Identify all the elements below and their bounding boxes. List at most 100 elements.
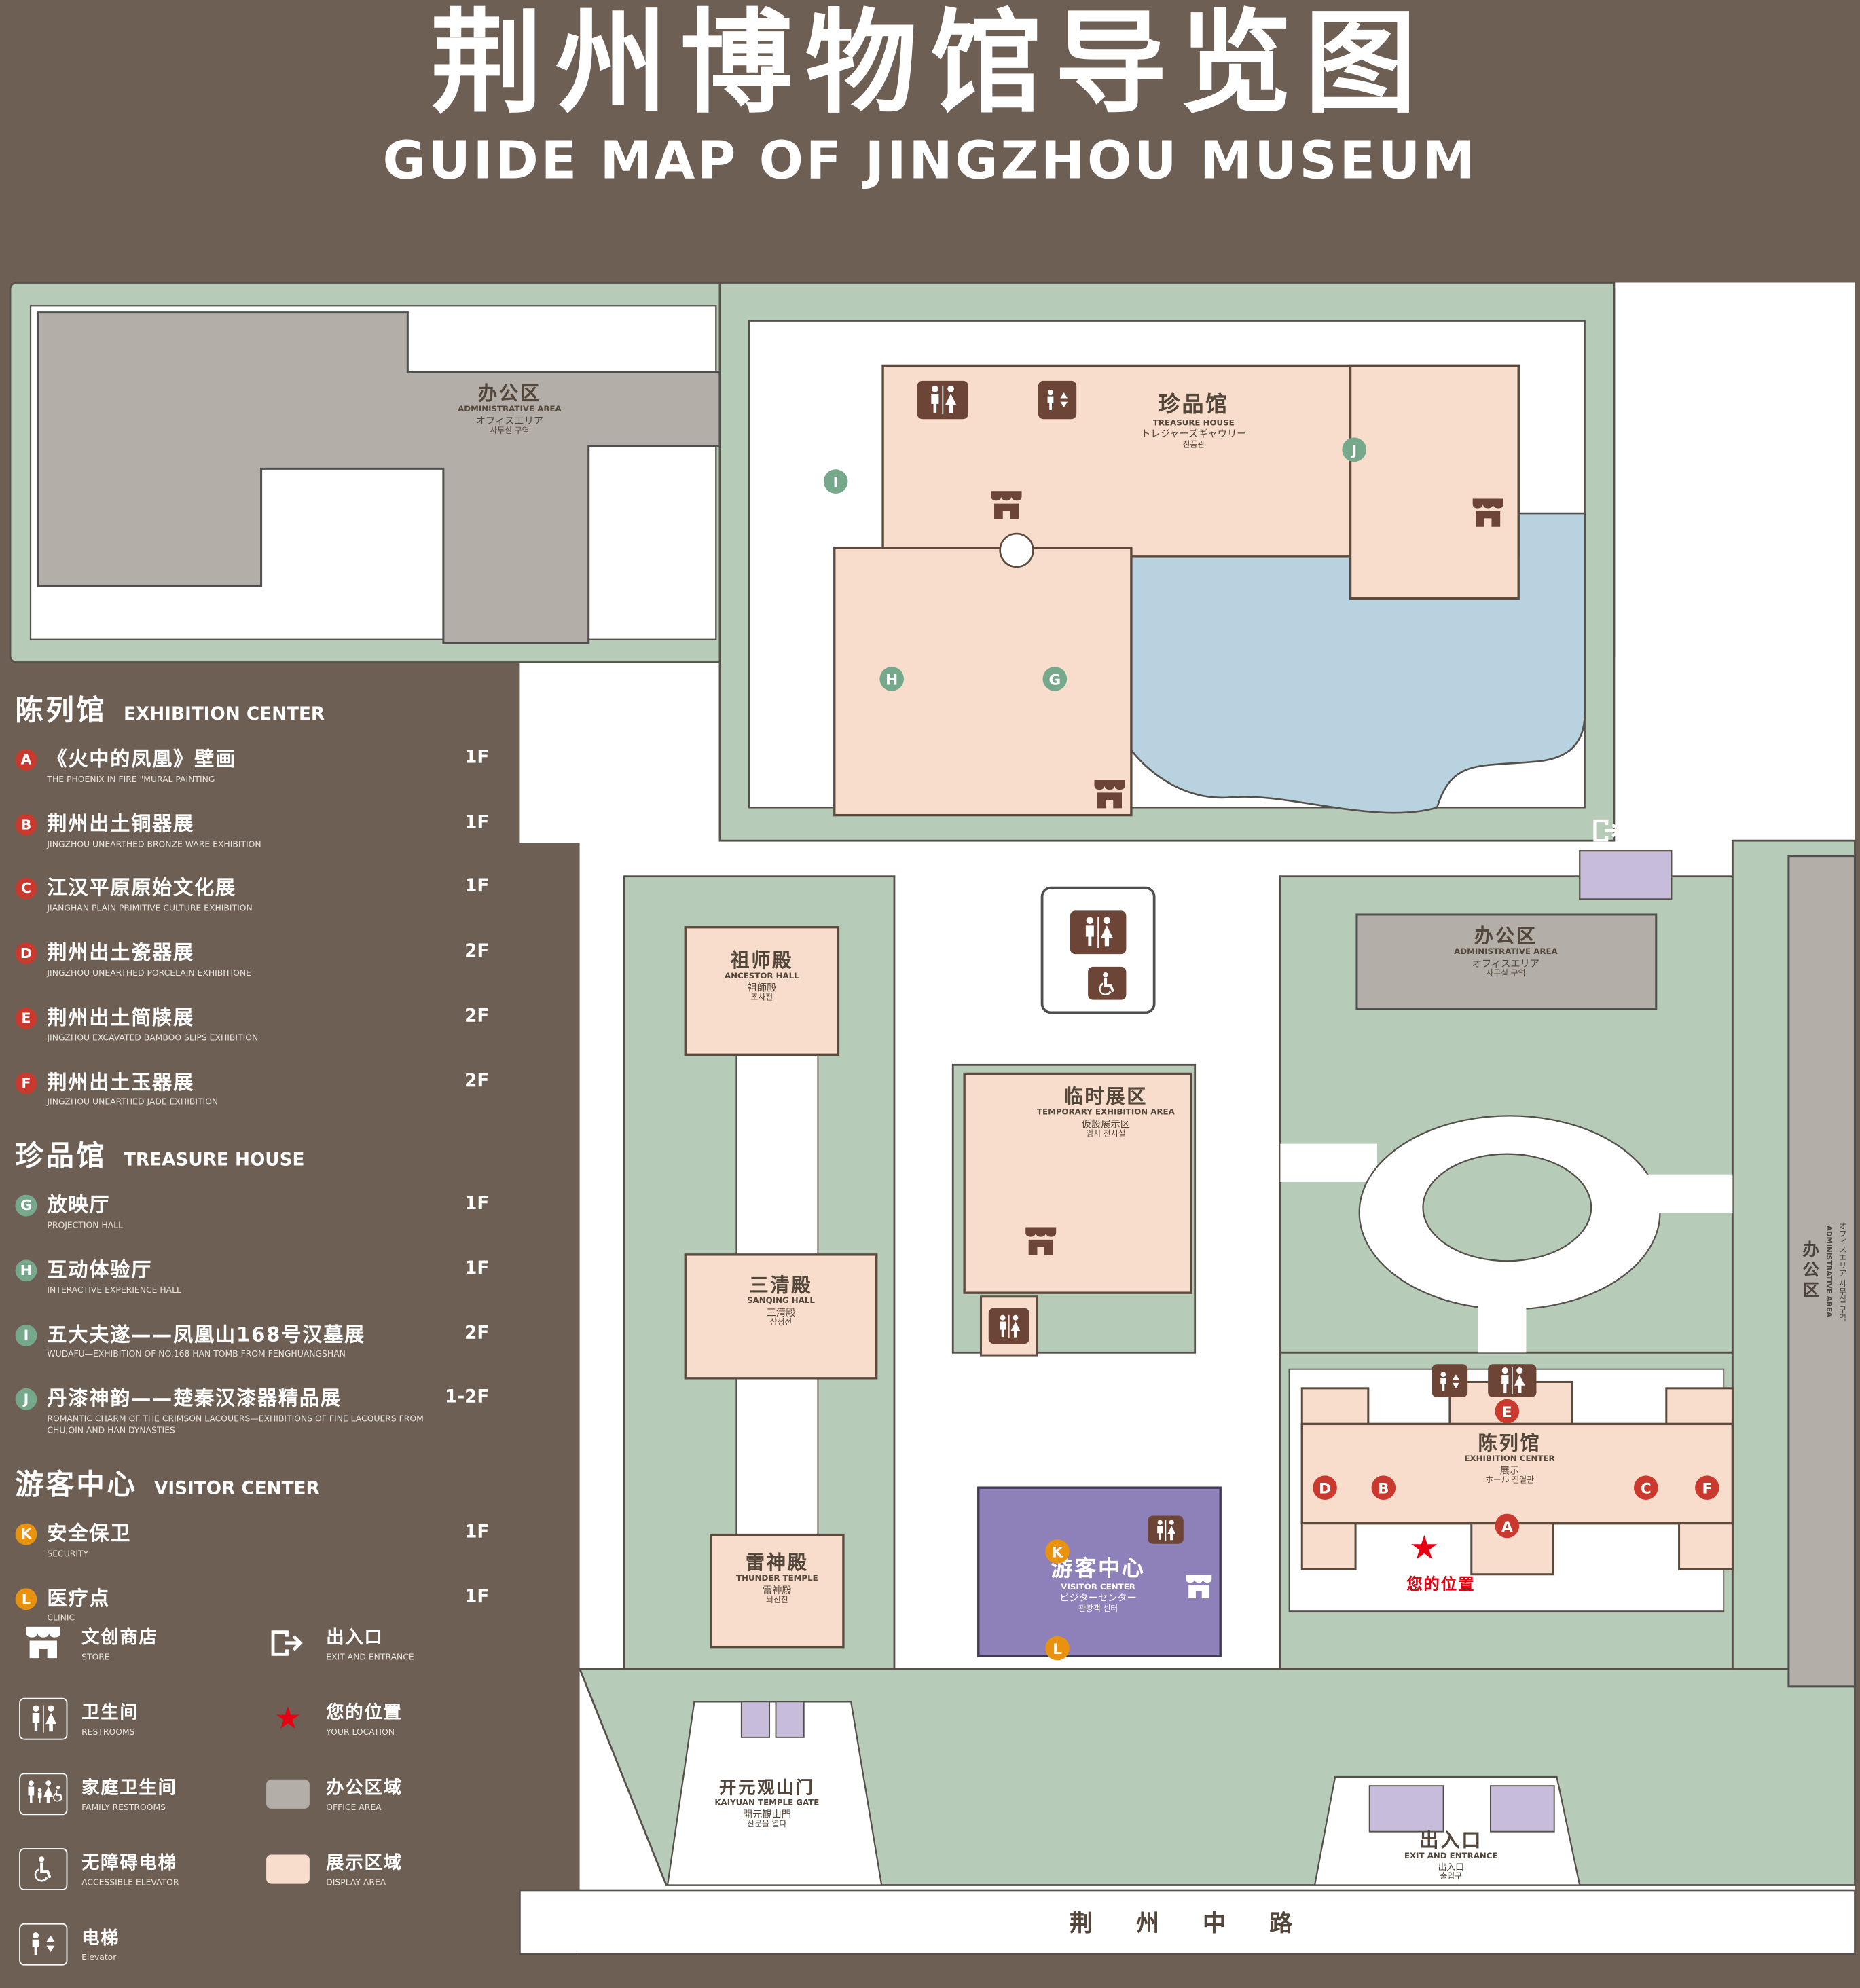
family-restroom-icon <box>18 1772 69 1815</box>
temple-path-2 <box>735 1377 819 1536</box>
label-cn: 办公区 <box>1798 1240 1819 1302</box>
restroom-icon <box>1148 1515 1184 1544</box>
treasure-round-plaza <box>999 532 1034 568</box>
label-ja: ビジターセンター <box>1059 1592 1137 1604</box>
item-cn: 安全保卫 <box>47 1522 132 1545</box>
label-cn: 游客中心 <box>1051 1556 1146 1582</box>
symbol-cn: 无障碍电梯 <box>81 1854 177 1875</box>
item-en: WUDAFU—EXHIBITION OF NO.168 HAN TOMB FRO… <box>47 1349 346 1360</box>
section-title-cn: 游客中心 <box>15 1469 138 1502</box>
item-en: JINGZHOU UNEARTHED BRONZE WARE EXHIBITIO… <box>47 839 261 849</box>
legend-item-J: J 丹漆神韵——楚秦汉漆器精品展 ROMANTIC CHARM OF THE C… <box>15 1386 507 1437</box>
label-ja: 仮設展示区 <box>1081 1118 1130 1130</box>
label-en: THUNDER TEMPLE <box>736 1575 818 1584</box>
legend-item-F: F 荆州出土玉器展 JINGZHOU UNEARTHED JADE EXHIBI… <box>15 1069 507 1109</box>
label-kr: 삼청전 <box>769 1319 792 1328</box>
label-kr: 출입구 <box>1665 819 1688 828</box>
thunder-temple-label: 雷神殿 THUNDER TEMPLE 雷神殿 뇌신전 <box>736 1551 818 1606</box>
legend-item-L: L 医疗点 CLINIC 1F <box>15 1585 507 1625</box>
label-kr: ホール 진열관 <box>1485 1476 1534 1486</box>
label-kr: 사무실 구역 <box>1486 970 1526 979</box>
label-ja: オフィスエリア 사무실 구역 <box>1837 1221 1846 1321</box>
building-exhibition-main <box>1300 1422 1734 1525</box>
symbol-en: FAMILY RESTROOMS <box>81 1801 166 1812</box>
symbol-en: ACCESSIBLE ELEVATOR <box>81 1877 179 1888</box>
item-floor: 2F <box>464 941 490 962</box>
item-floor: 1F <box>464 1194 490 1215</box>
badge-K: K <box>15 1523 37 1545</box>
legend-item-D: D 荆州出土瓷器展 JINGZHOU UNEARTHED PORCELAIN E… <box>15 940 507 980</box>
label-kr: 사무실 구역 <box>490 426 530 437</box>
marker-J: J <box>1342 437 1367 462</box>
label-en: VISITOR CENTER <box>1061 1583 1135 1592</box>
item-en: JINGZHOU UNEARTHED JADE EXHIBITION <box>47 1097 219 1107</box>
item-floor: 2F <box>464 1323 490 1344</box>
symbol-accessible-elevator: 无障碍电梯 ACCESSIBLE ELEVATOR <box>18 1843 232 1894</box>
building-admin-top-left <box>37 311 721 644</box>
badge-G: G <box>15 1195 37 1217</box>
marker-I: I <box>823 469 848 494</box>
building-exhibition-sw <box>1300 1522 1357 1570</box>
item-floor: 2F <box>464 1006 490 1027</box>
item-cn: 五大夫遂——凤凰山168号汉墓展 <box>47 1323 366 1346</box>
badge-C: C <box>15 878 37 900</box>
label-cn: 出入口 <box>1419 1828 1483 1852</box>
exit-icon <box>262 1628 313 1659</box>
building-sanqing-hall <box>684 1253 878 1380</box>
temple-path-1 <box>735 1054 819 1255</box>
exhibition-center-label: 陈列馆 EXHIBITION CENTER 展示 ホール 진열관 <box>1464 1432 1554 1486</box>
item-cn: 《火中的凤凰》壁画 <box>47 748 237 771</box>
section-treasure-house: 珍品馆 TREASURE HOUSE <box>16 1134 507 1175</box>
label-en: KAIYUAN TEMPLE GATE <box>714 1799 820 1808</box>
marker-C: C <box>1633 1475 1658 1500</box>
label-en: ADMINISTRATIVE AREA <box>1454 948 1558 957</box>
item-en: PROJECTION HALL <box>47 1220 124 1231</box>
legend-sidebar: 陈列馆 EXHIBITION CENTER A 《火中的凤凰》壁画 THE PH… <box>15 688 507 1650</box>
label-ja: 出入口 <box>1438 1862 1464 1873</box>
label-kr: 관광객 센터 <box>1078 1604 1118 1614</box>
item-cn: 医疗点 <box>47 1586 111 1610</box>
label-cn: 祖师殿 <box>730 949 794 972</box>
label-kr: 진품관 <box>1182 440 1205 449</box>
symbol-en: STORE <box>81 1651 110 1662</box>
badge-E: E <box>15 1007 37 1029</box>
elevator-icon <box>18 1922 69 1965</box>
temporary-exhibition-label: 临时展区 TEMPORARY EXHIBITION AREA 仮設展示区 임시 … <box>1037 1085 1175 1139</box>
item-floor: 1-2F <box>444 1387 490 1408</box>
garden-path-east <box>1647 1174 1733 1213</box>
page-title: 荆州博物馆导览图 <box>431 0 1429 129</box>
marker-B: B <box>1371 1475 1396 1500</box>
store-icon <box>1470 498 1506 530</box>
marker-K: K <box>1045 1539 1070 1564</box>
label-ja: 祖師殿 <box>747 982 777 994</box>
legend-item-B: B 荆州出土铜器展 JINGZHOU UNEARTHED BRONZE WARE… <box>15 811 507 850</box>
label-en: EXIT AND ENTRANCE <box>1404 1852 1498 1862</box>
label-cn: 办公区 <box>1474 924 1537 948</box>
building-admin-far-right <box>1787 855 1856 1688</box>
your-location-star-icon: ★ <box>1409 1530 1440 1568</box>
label-cn: 三清殿 <box>749 1274 813 1297</box>
item-en: THE PHOENIX IN FIRE "MURAL PAINTING <box>47 774 215 785</box>
admin-right-label: 办公区 ADMINISTRATIVE AREA オフィスエリア 사무실 구역 <box>1454 925 1558 979</box>
symbol-en: EXIT AND ENTRANCE <box>326 1651 414 1662</box>
item-en: JINGZHOU EXCAVATED BAMBOO SLIPS EXHIBITI… <box>47 1032 259 1043</box>
section-title-cn: 珍品馆 <box>15 1141 107 1174</box>
store-icon <box>1092 779 1128 811</box>
marker-D: D <box>1313 1475 1337 1500</box>
accessible-elevator-icon <box>1432 1364 1468 1397</box>
label-en: EXIT AND ENTRANCE <box>1630 797 1724 807</box>
item-en: INTERACTIVE EXPERIENCE HALL <box>47 1285 181 1295</box>
symbol-cn: 出入口 <box>326 1628 384 1649</box>
entrance-bottom-left <box>1368 1785 1444 1833</box>
label-ja: 三清殿 <box>766 1306 796 1319</box>
section-visitor-center: 游客中心 VISITOR CENTER <box>16 1462 507 1503</box>
label-ja: 展示 <box>1499 1465 1520 1477</box>
entrance-bottom-right <box>1489 1785 1555 1833</box>
symbol-store: 文创商店 STORE <box>18 1618 232 1669</box>
entrance-top-right <box>1579 850 1673 900</box>
building-ancestor-hall <box>684 926 840 1056</box>
building-thunder-temple <box>710 1533 845 1649</box>
office-area-swatch <box>262 1778 313 1808</box>
store-icon <box>989 490 1025 521</box>
